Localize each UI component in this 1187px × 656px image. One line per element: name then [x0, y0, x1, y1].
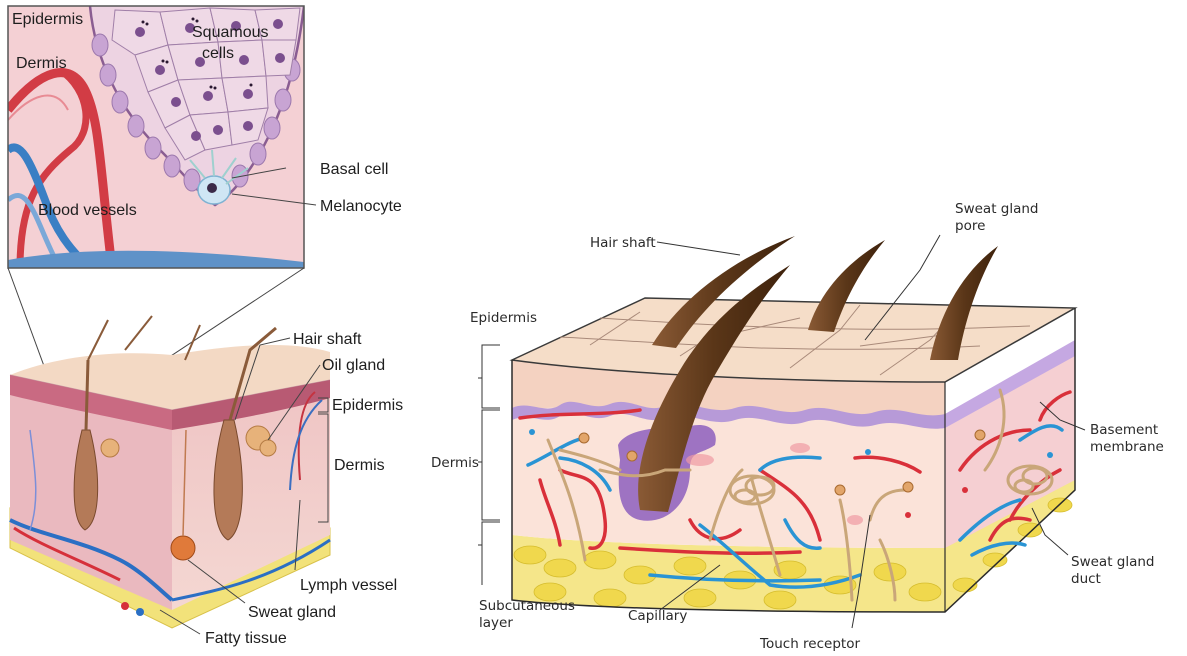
label-basement-1: Basement: [1090, 422, 1158, 438]
label-dermis-left: Dermis: [334, 457, 385, 474]
right-skin-block: [512, 236, 1075, 612]
inset-panel: [8, 6, 304, 268]
label-epidermis-left: Epidermis: [332, 397, 403, 414]
label-capillary: Capillary: [628, 608, 687, 624]
label-sweat-pore-2: pore: [955, 218, 985, 234]
inset-label-blood-vessels: Blood vessels: [38, 202, 137, 219]
inset-label-dermis: Dermis: [16, 55, 67, 72]
label-subcutaneous-1: Subcutaneous: [479, 598, 575, 614]
label-fatty-tissue: Fatty tissue: [205, 630, 287, 647]
inset-label-squamous-1: Squamous: [192, 24, 269, 41]
inset-label-epidermis: Epidermis: [12, 11, 83, 28]
inset-label-squamous-2: cells: [202, 45, 234, 62]
label-lymph-vessel: Lymph vessel: [300, 577, 397, 594]
label-basal-cell: Basal cell: [320, 161, 388, 178]
label-sweat-pore-1: Sweat gland: [955, 201, 1039, 217]
label-basement-2: membrane: [1090, 439, 1164, 455]
label-oil-gland: Oil gland: [322, 357, 385, 374]
label-sweat-gland-left: Sweat gland: [248, 604, 336, 621]
label-sweat-duct-1: Sweat gland: [1071, 554, 1155, 570]
left-skin-block: [10, 316, 330, 628]
label-epidermis-right: Epidermis: [470, 310, 537, 326]
label-hair-shaft-left: Hair shaft: [293, 331, 362, 348]
label-subcutaneous-2: layer: [479, 615, 513, 631]
label-melanocyte: Melanocyte: [320, 198, 402, 215]
label-dermis-right: Dermis: [431, 455, 479, 471]
label-sweat-duct-2: duct: [1071, 571, 1101, 587]
label-hair-shaft-right: Hair shaft: [590, 235, 656, 251]
label-touch-receptor: Touch receptor: [759, 636, 860, 652]
